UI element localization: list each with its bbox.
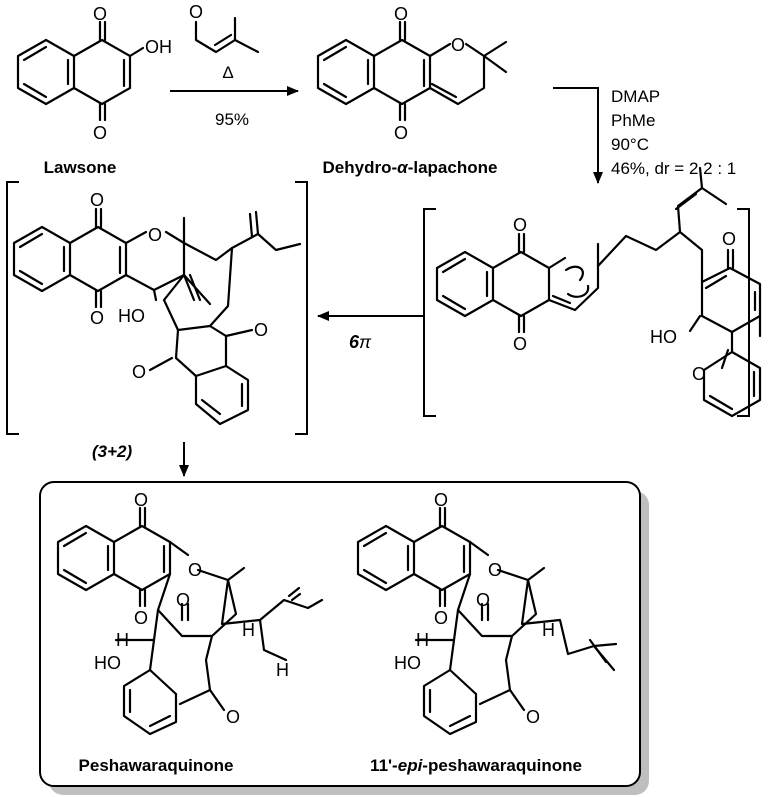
dehydro-alpha-lapachone-label: Dehydro-α-lapachone bbox=[323, 158, 498, 177]
lawsone-hydroxyl: OH bbox=[145, 37, 172, 57]
step2-temperature: 90°C bbox=[611, 135, 649, 154]
lapachone-oxygen-2: O bbox=[394, 123, 408, 143]
left-int-oxygen-1: O bbox=[90, 190, 104, 210]
peshawaraquinone-structure: O O O O O HO H H H bbox=[56, 490, 324, 736]
pesh-hydrogen-3: H bbox=[276, 660, 289, 680]
right-int-hydroxyl: HO bbox=[650, 327, 677, 347]
epi-hydrogen-1: H bbox=[416, 630, 429, 650]
epi-ketone-oxygen: O bbox=[526, 707, 540, 727]
pesh-hydrogen-2: H bbox=[242, 620, 255, 640]
epi-label-prefix: 11'- bbox=[370, 756, 398, 775]
step1-yield: 95% bbox=[215, 110, 249, 129]
lawsone-oxygen-1: O bbox=[93, 4, 107, 24]
epi-label-suffix: -peshawaraquinone bbox=[422, 756, 582, 775]
right-intermediate-structure: O O O O HO bbox=[435, 166, 762, 418]
left-int-oxygen-2: O bbox=[90, 308, 104, 328]
left-int-oxygen-3: O bbox=[254, 320, 268, 340]
right-intermediate-left-bracket bbox=[423, 208, 436, 417]
pesh-ketone-oxygen: O bbox=[226, 707, 240, 727]
epi-peshawaraquinone-label: 11'-epi-peshawaraquinone bbox=[370, 756, 582, 775]
step2-base: DMAP bbox=[611, 87, 660, 106]
left-intermediate-structure: O O O O O HO bbox=[12, 190, 302, 426]
prenal-oxygen: O bbox=[189, 2, 203, 22]
lapachone-oxygen-1: O bbox=[394, 4, 408, 24]
pesh-pyran-oxygen: O bbox=[188, 560, 202, 580]
dehydro-label-suffix: -lapachone bbox=[408, 158, 498, 177]
pesh-oxygen-2: O bbox=[134, 608, 148, 628]
step3-label-pi: π bbox=[359, 332, 372, 352]
epi-peshawaraquinone-structure: O O O O O HO H H bbox=[356, 490, 618, 736]
pesh-hydrogen-1: H bbox=[116, 630, 129, 650]
step1-heat: Δ bbox=[222, 63, 233, 82]
right-int-oxygen-3: O bbox=[722, 229, 736, 249]
epi-hydrogen-2: H bbox=[542, 620, 555, 640]
dehydro-label-prefix: Dehydro- bbox=[323, 158, 398, 177]
left-intermediate-left-bracket bbox=[6, 181, 19, 435]
epi-hydroxyl: HO bbox=[394, 653, 421, 673]
peshawaraquinone-label: Peshawaraquinone bbox=[79, 756, 234, 775]
lapachone-pyran-oxygen: O bbox=[451, 35, 465, 55]
step2-solvent: PhMe bbox=[611, 111, 655, 130]
right-int-oxygen-1: O bbox=[513, 215, 527, 235]
step4-label: (3+2) bbox=[92, 442, 132, 461]
right-int-oxygen-2: O bbox=[513, 334, 527, 354]
left-int-oxygen-4: O bbox=[132, 362, 146, 382]
pesh-bridge-oxygen: O bbox=[176, 590, 190, 610]
dehydro-alpha-lapachone-structure: O O O bbox=[316, 4, 508, 143]
right-intermediate-right-bracket bbox=[737, 208, 750, 417]
step3-label-number: 6 bbox=[349, 332, 360, 352]
lawsone-structure: O O OH bbox=[16, 4, 172, 143]
step2-arrow bbox=[553, 87, 603, 184]
left-intermediate-right-bracket bbox=[295, 181, 308, 435]
left-int-hydroxyl: HO bbox=[118, 306, 145, 326]
dehydro-label-alpha: α bbox=[397, 158, 409, 177]
pesh-oxygen-1: O bbox=[134, 490, 148, 510]
epi-label-italic: epi bbox=[398, 756, 424, 775]
lawsone-oxygen-4: O bbox=[93, 123, 107, 143]
product-box bbox=[39, 481, 641, 787]
epi-pyran-oxygen: O bbox=[488, 560, 502, 580]
epi-bridge-oxygen: O bbox=[476, 590, 490, 610]
right-int-oxygen-4: O bbox=[692, 364, 706, 384]
prenal-reagent: O bbox=[189, 2, 260, 54]
epi-oxygen-1: O bbox=[434, 490, 448, 510]
step2-yield-dr: 46%, dr = 2.2 : 1 bbox=[611, 159, 736, 178]
pesh-hydroxyl: HO bbox=[94, 653, 121, 673]
lawsone-label: Lawsone bbox=[44, 158, 117, 177]
step3-label: 6π bbox=[349, 332, 372, 352]
epi-oxygen-2: O bbox=[434, 608, 448, 628]
left-int-pyran-oxygen: O bbox=[148, 225, 162, 245]
